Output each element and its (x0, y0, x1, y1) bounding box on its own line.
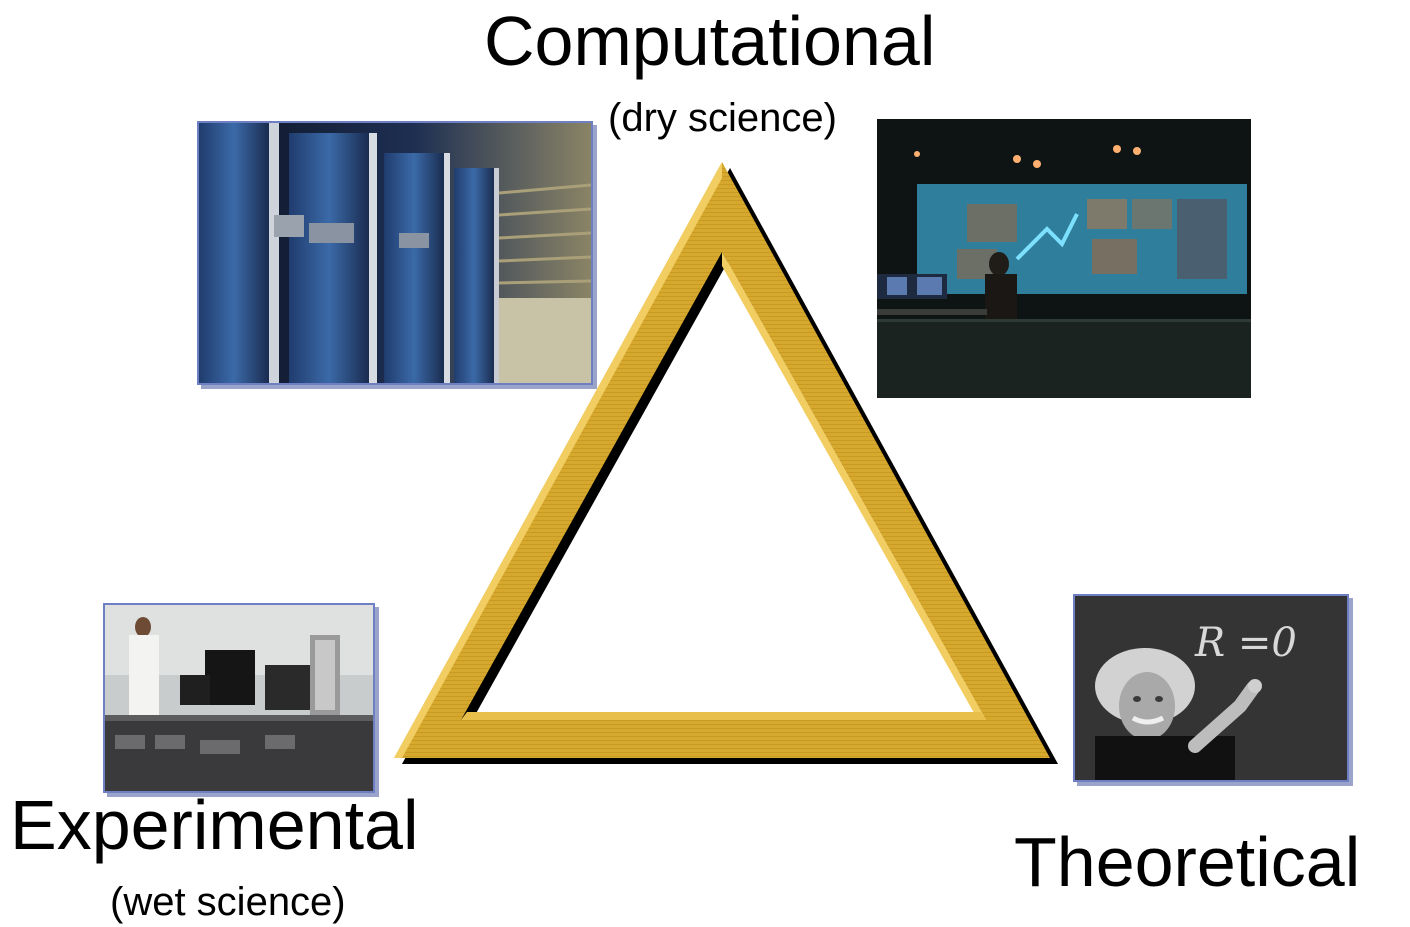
equation-text: R =0 (1194, 620, 1297, 666)
sublabel-dry-science: (dry science) (608, 96, 837, 140)
label-theoretical: Theoretical (1014, 823, 1361, 901)
einstein-blackboard-photo: R =0 (1073, 594, 1349, 782)
sublabel-wet-science: (wet science) (110, 880, 346, 924)
visualization-lab-photo (877, 119, 1251, 398)
triangle-highlight (394, 162, 722, 758)
triangle-inner-edge (461, 712, 986, 720)
label-experimental: Experimental (10, 786, 419, 864)
label-computational: Computational (484, 2, 936, 80)
lab-scientist-photo (103, 603, 375, 793)
supercomputer-photo (197, 121, 593, 385)
triangle-frame (394, 162, 1050, 758)
triangle-inner-highlight (722, 252, 986, 720)
